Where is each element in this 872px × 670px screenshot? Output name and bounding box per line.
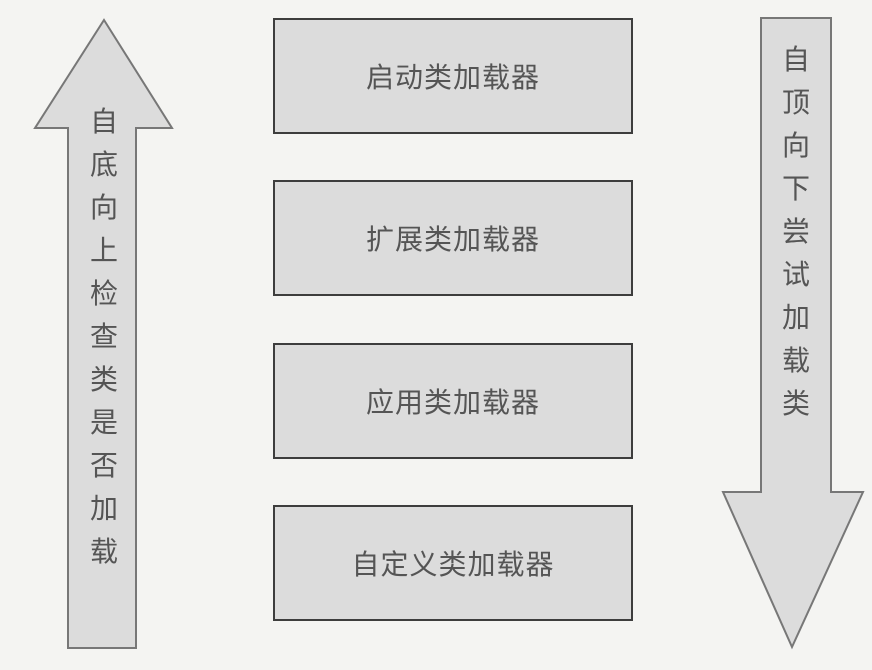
label-char: 查	[89, 320, 118, 353]
custom-classloader-label: 自定义类加载器	[351, 548, 555, 581]
label-char: 否	[89, 449, 118, 482]
label-char: 加	[89, 492, 118, 525]
label-char: 类	[781, 387, 810, 420]
label-char: 下	[781, 172, 810, 205]
label-char: 载	[89, 535, 118, 568]
label-char: 尝	[781, 215, 810, 248]
application-classloader-label: 应用类加载器	[365, 386, 540, 419]
label-char: 是	[89, 406, 118, 439]
extension-classloader-label: 扩展类加载器	[365, 223, 540, 256]
label-char: 自	[781, 43, 810, 76]
bootstrap-classloader-box: 启动类加载器	[273, 18, 633, 134]
custom-classloader-box: 自定义类加载器	[273, 505, 633, 621]
label-char: 检	[89, 277, 118, 310]
label-char: 加	[781, 301, 810, 334]
up-arrow	[33, 18, 174, 649]
down-arrow-label: 自顶向下尝试加载类	[778, 38, 814, 425]
label-char: 试	[781, 258, 810, 291]
down-arrow	[721, 17, 865, 650]
label-char: 向	[89, 191, 118, 224]
label-char: 上	[89, 234, 118, 267]
up-arrow-label: 自底向上检查类是否加载	[86, 100, 122, 573]
label-char: 底	[89, 148, 118, 181]
label-char: 向	[781, 129, 810, 162]
label-char: 载	[781, 344, 810, 377]
bootstrap-classloader-label: 启动类加载器	[365, 61, 540, 94]
label-char: 顶	[781, 86, 810, 119]
extension-classloader-box: 扩展类加载器	[273, 180, 633, 296]
application-classloader-box: 应用类加载器	[273, 343, 633, 459]
label-char: 类	[89, 363, 118, 396]
label-char: 自	[89, 105, 118, 138]
